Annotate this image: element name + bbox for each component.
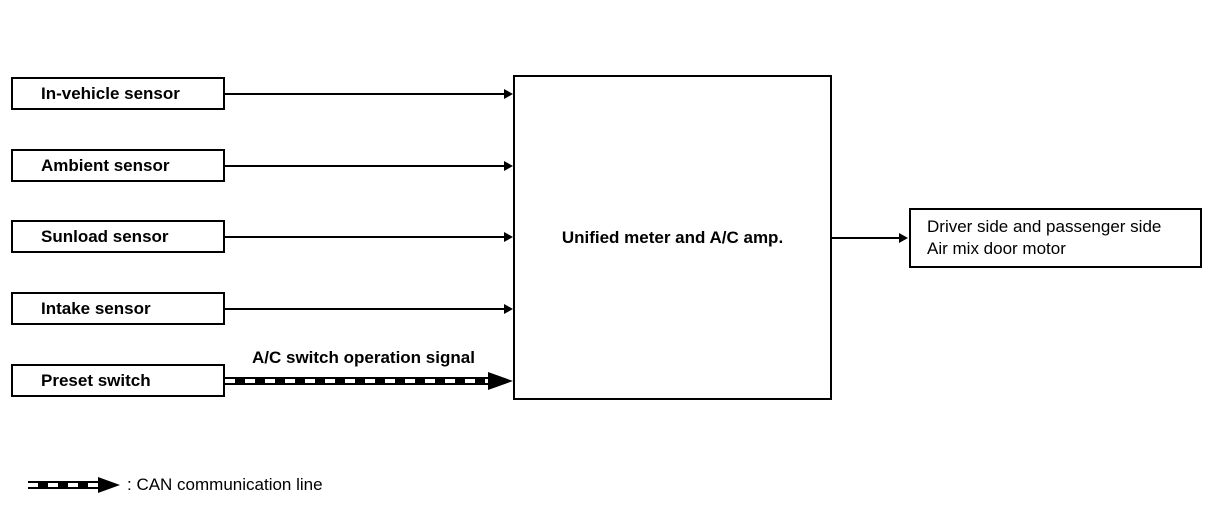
legend-can-line-sample: [28, 481, 98, 489]
intake-sensor-label: Intake sensor: [41, 298, 151, 318]
legend-can-label: : CAN communication line: [127, 475, 323, 494]
ambient-sensor-label: Ambient sensor: [41, 155, 170, 175]
arrowhead-intake-sensor: [504, 304, 513, 314]
arrow-line-ambient-sensor: [225, 165, 504, 167]
air-mix-door-motor-label-line1: Driver side and passenger side: [927, 217, 1162, 236]
box-unified-meter-ac-amp: Unified meter and A/C amp.: [513, 75, 832, 400]
sunload-sensor-label: Sunload sensor: [41, 226, 169, 246]
preset-switch-label: Preset switch: [41, 370, 151, 390]
box-intake-sensor: Intake sensor: [11, 292, 225, 325]
unified-meter-ac-amp-label: Unified meter and A/C amp.: [561, 227, 784, 247]
box-ambient-sensor: Ambient sensor: [11, 149, 225, 182]
arrow-line-sunload-sensor: [225, 236, 504, 238]
in-vehicle-sensor-label: In-vehicle sensor: [41, 83, 180, 103]
arrow-line-in-vehicle-sensor: [225, 93, 504, 95]
can-arrowhead-preset-switch: [488, 372, 513, 390]
arrowhead-in-vehicle-sensor: [504, 89, 513, 99]
air-mix-door-motor-label-line2: Air mix door motor: [927, 239, 1066, 258]
box-preset-switch: Preset switch: [11, 364, 225, 397]
box-in-vehicle-sensor: In-vehicle sensor: [11, 77, 225, 110]
box-air-mix-door-motor: Driver side and passenger side Air mix d…: [909, 208, 1202, 268]
arrow-line-intake-sensor: [225, 308, 504, 310]
can-signal-label: A/C switch operation signal: [252, 348, 475, 367]
arrow-line-air-mix-door-motor: [832, 237, 899, 239]
arrowhead-air-mix-door-motor: [899, 233, 908, 243]
can-line-preset-switch: [225, 377, 488, 385]
legend-can-arrowhead: [98, 477, 120, 493]
arrowhead-sunload-sensor: [504, 232, 513, 242]
arrowhead-ambient-sensor: [504, 161, 513, 171]
box-sunload-sensor: Sunload sensor: [11, 220, 225, 253]
